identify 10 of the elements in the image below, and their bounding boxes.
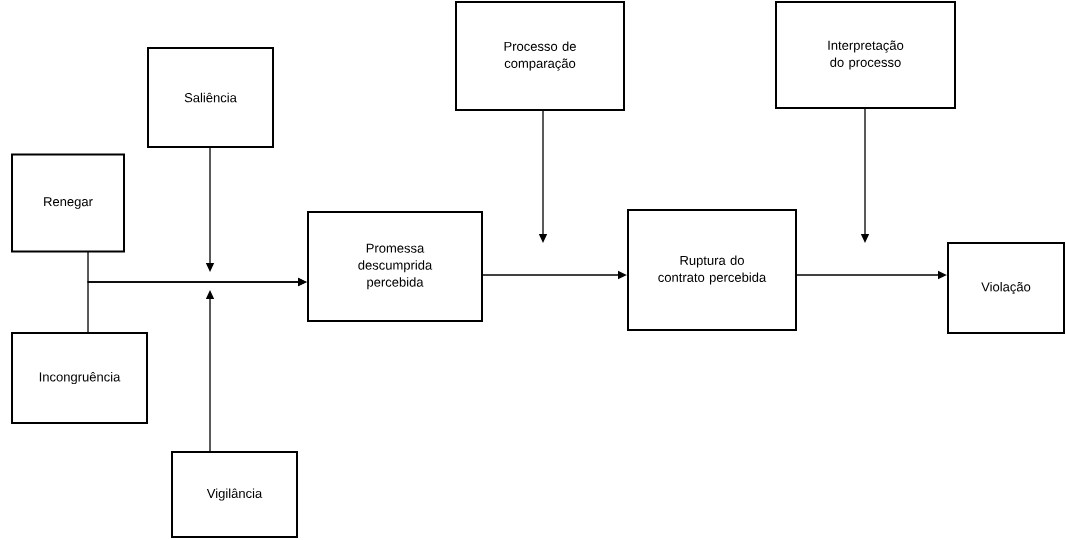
box: Renegar — [11, 153, 125, 253]
box: Vigilância — [171, 451, 298, 538]
box: Violação — [947, 242, 1065, 334]
box: Incongruência — [11, 332, 148, 424]
arrow — [87, 277, 307, 334]
box: Ruptura do contrato percebida — [627, 209, 797, 331]
box: Promessa descumprida percebida — [307, 211, 483, 322]
box: Processo de comparação — [455, 1, 625, 111]
box: Saliência — [147, 47, 274, 148]
box: Interpretação do processo — [775, 1, 956, 109]
